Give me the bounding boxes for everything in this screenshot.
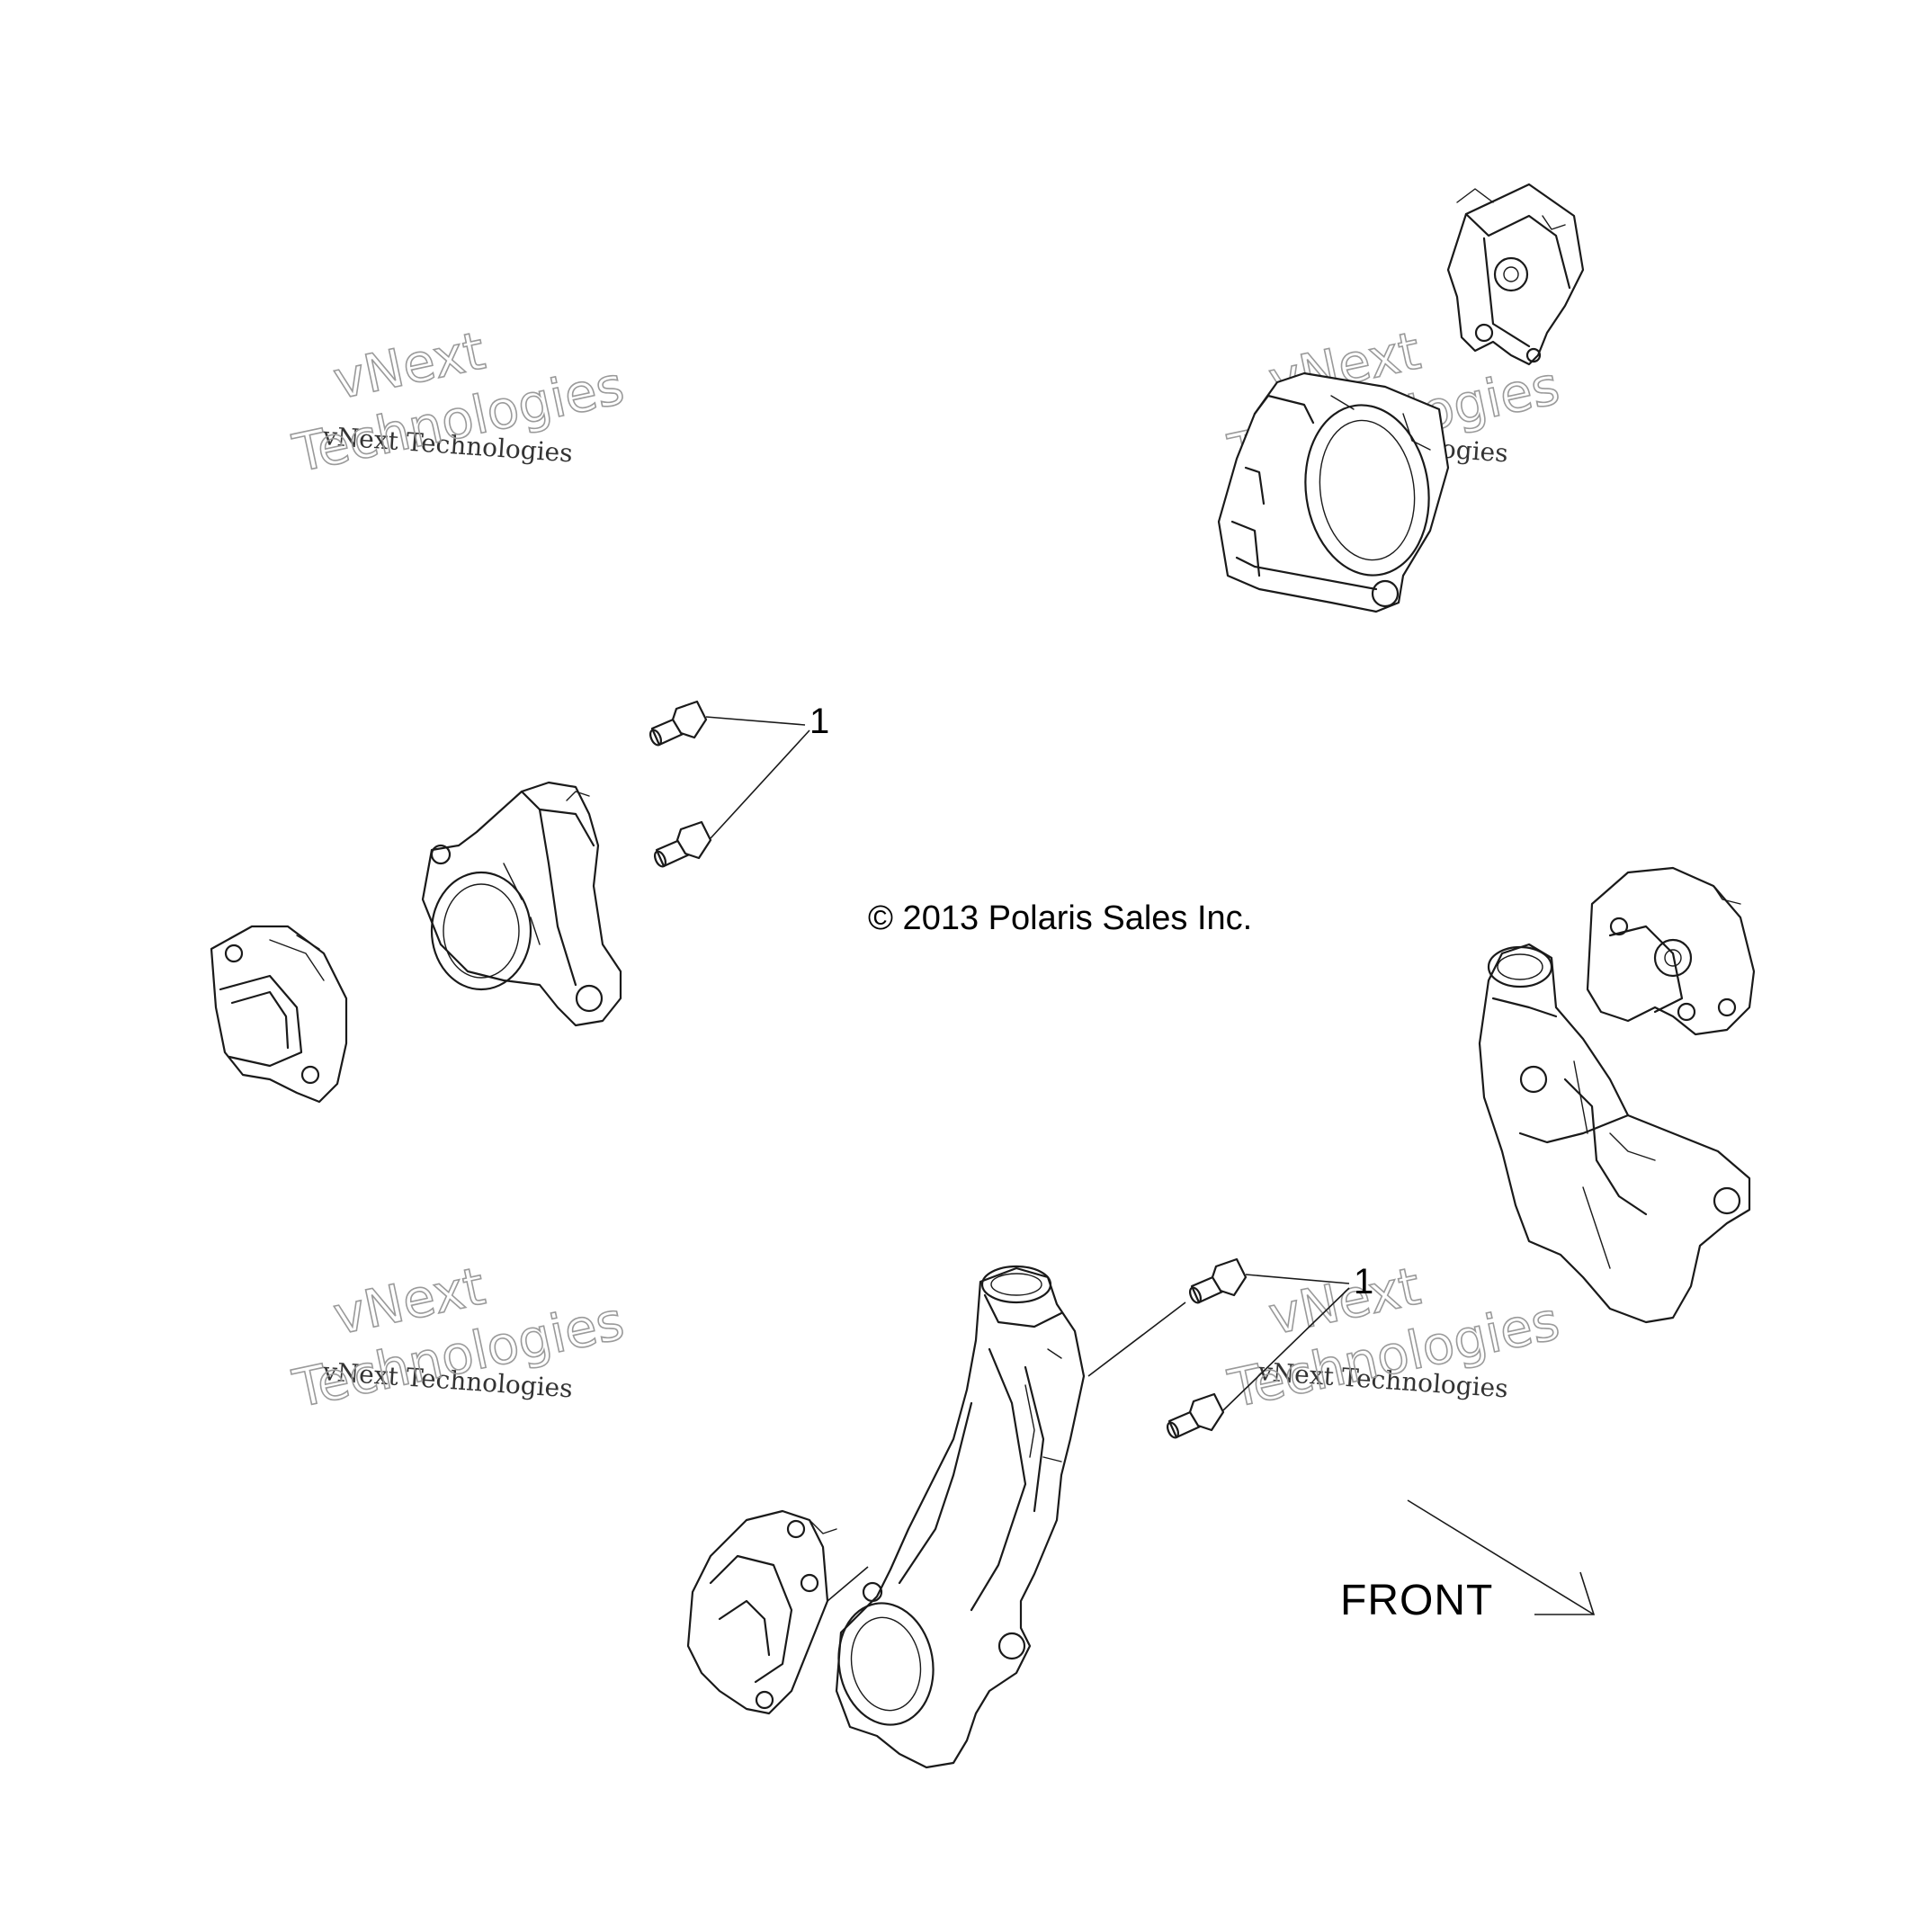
leader-lines-upper — [705, 716, 810, 839]
watermark-bottom-left: vNext vNext Technologies Technologies — [287, 1255, 630, 1420]
caliper-right — [1586, 866, 1756, 1036]
callout-number-upper: 1 — [809, 702, 829, 741]
watermark-top-left: vNext vNext Technologies Technologies — [287, 319, 630, 485]
hub-left — [421, 781, 622, 1027]
knuckle-top-right — [1217, 371, 1450, 613]
leader-lines-lower — [1087, 1274, 1350, 1411]
front-label: FRONT — [1340, 1577, 1493, 1624]
bolt-upper-1 — [648, 700, 708, 747]
bolt-lower-2 — [1166, 1392, 1225, 1439]
copyright-text: © 2013 Polaris Sales Inc. — [868, 899, 1252, 937]
caliper-left — [210, 925, 348, 1104]
caliper-bottom — [686, 1509, 869, 1715]
callout-number-lower: 1 — [1354, 1262, 1373, 1301]
caliper-top-right — [1446, 183, 1585, 366]
bolt-upper-2 — [653, 820, 712, 868]
front-arrow — [1407, 1499, 1596, 1615]
knuckle-right — [1478, 943, 1751, 1324]
bolt-lower-1 — [1188, 1257, 1248, 1304]
watermark-bottom-right: vNext vNext Technologies Technologies — [1222, 1255, 1565, 1420]
knuckle-bottom — [835, 1265, 1086, 1769]
